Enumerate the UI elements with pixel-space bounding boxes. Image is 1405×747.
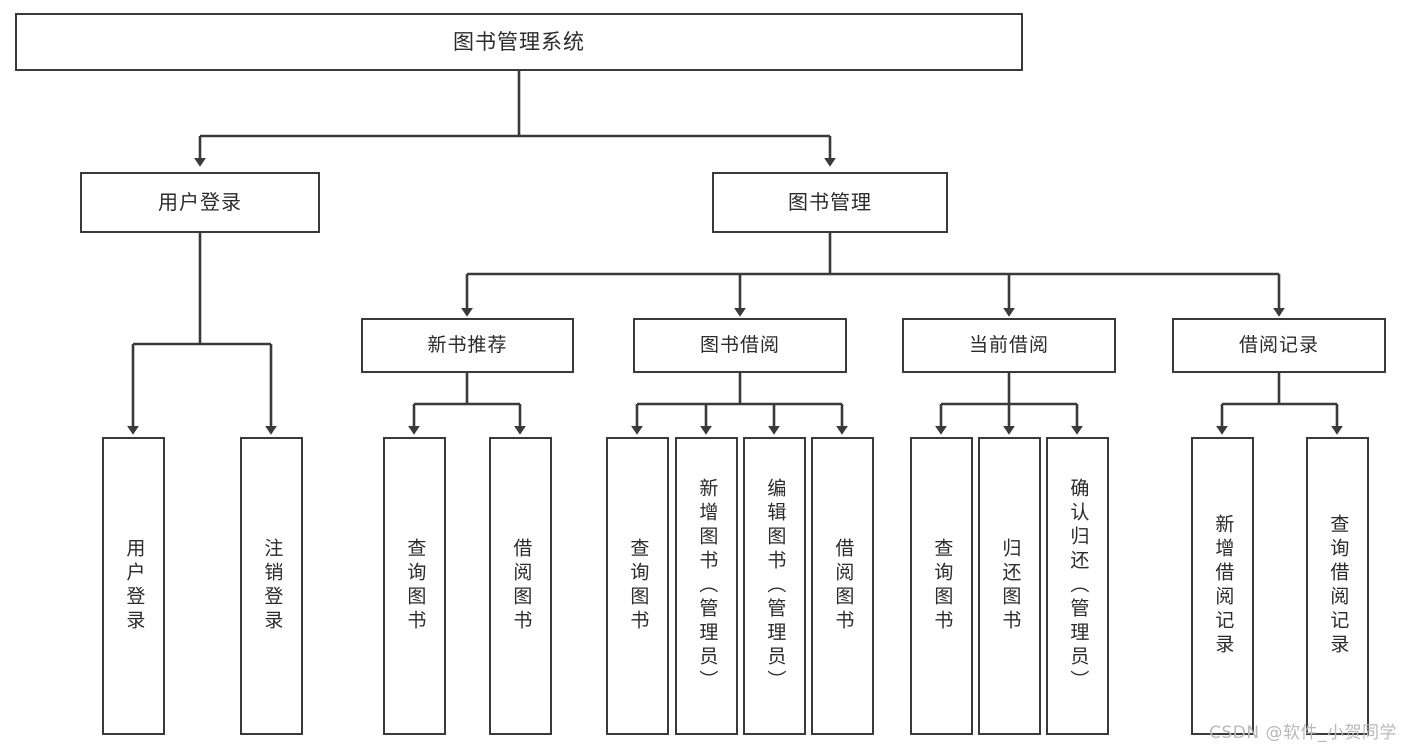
node-leaf-add-book-admin[interactable]: 新增图书（管理员） — [675, 437, 738, 735]
node-current-borrowing[interactable]: 当前借阅 — [902, 318, 1116, 373]
node-leaf-query-book-2[interactable]: 查询图书 — [606, 437, 669, 735]
node-leaf-edit-book-admin-label: 编辑图书（管理员） — [764, 478, 787, 694]
node-leaf-query-borrowing-record-label: 查询借阅记录 — [1327, 514, 1350, 658]
node-new-book-recommendation[interactable]: 新书推荐 — [361, 318, 574, 373]
node-root-book-management-system[interactable]: 图书管理系统 — [15, 13, 1023, 71]
node-leaf-query-book-1[interactable]: 查询图书 — [383, 437, 446, 735]
node-leaf-borrow-book-1-label: 借阅图书 — [510, 538, 533, 634]
node-current-borrowing-label: 当前借阅 — [968, 333, 1049, 356]
node-leaf-return-book-label: 归还图书 — [999, 538, 1022, 634]
node-leaf-add-borrowing-record-label: 新增借阅记录 — [1212, 514, 1235, 658]
node-leaf-confirm-return-admin[interactable]: 确认归还（管理员） — [1046, 437, 1109, 735]
node-leaf-return-book[interactable]: 归还图书 — [978, 437, 1041, 735]
node-book-management-label: 图书管理 — [788, 190, 872, 214]
node-leaf-confirm-return-admin-label: 确认归还（管理员） — [1067, 478, 1090, 694]
node-root-label: 图书管理系统 — [453, 29, 585, 54]
node-leaf-borrow-book-1[interactable]: 借阅图书 — [489, 437, 552, 735]
node-leaf-user-login[interactable]: 用户登录 — [102, 437, 165, 735]
node-new-book-recommendation-label: 新书推荐 — [427, 333, 508, 356]
node-borrowing-records-label: 借阅记录 — [1238, 333, 1319, 356]
node-leaf-user-logout-label: 注销登录 — [261, 538, 284, 634]
node-book-borrowing-label: 图书借阅 — [699, 333, 780, 356]
node-leaf-user-login-label: 用户登录 — [123, 538, 146, 634]
node-leaf-query-book-3[interactable]: 查询图书 — [910, 437, 973, 735]
node-book-borrowing[interactable]: 图书借阅 — [633, 318, 847, 373]
node-user-login-label: 用户登录 — [158, 190, 242, 214]
node-leaf-add-book-admin-label: 新增图书（管理员） — [696, 478, 719, 694]
watermark-text: CSDN @软件_小贺同学 — [1209, 723, 1397, 743]
node-leaf-borrow-book-2-label: 借阅图书 — [832, 538, 855, 634]
node-user-login[interactable]: 用户登录 — [80, 172, 320, 233]
node-book-management[interactable]: 图书管理 — [712, 172, 948, 233]
node-leaf-query-book-2-label: 查询图书 — [627, 538, 650, 634]
node-borrowing-records[interactable]: 借阅记录 — [1172, 318, 1386, 373]
node-leaf-add-borrowing-record[interactable]: 新增借阅记录 — [1191, 437, 1254, 735]
node-leaf-user-logout[interactable]: 注销登录 — [240, 437, 303, 735]
node-leaf-edit-book-admin[interactable]: 编辑图书（管理员） — [743, 437, 806, 735]
node-leaf-query-book-3-label: 查询图书 — [931, 538, 954, 634]
node-leaf-query-book-1-label: 查询图书 — [404, 538, 427, 634]
node-leaf-query-borrowing-record[interactable]: 查询借阅记录 — [1306, 437, 1369, 735]
node-leaf-borrow-book-2[interactable]: 借阅图书 — [811, 437, 874, 735]
